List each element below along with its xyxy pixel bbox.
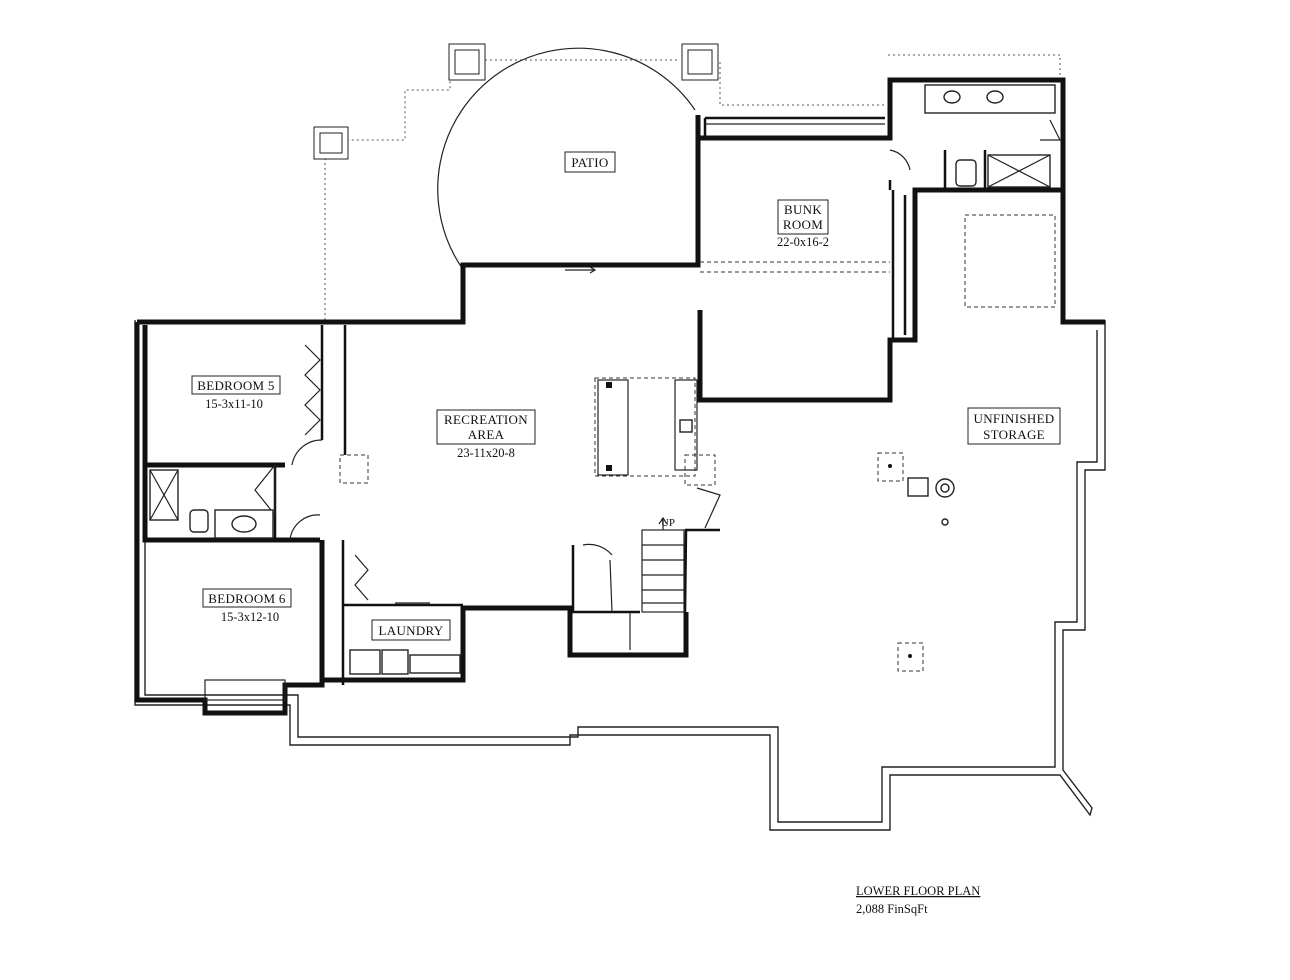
exterior-walls [134,77,1105,716]
recreation-label-line1: RECREATION [444,412,528,427]
bunk-room-dimensions: 22-0x16-2 [777,235,829,249]
bedroom6-dimensions: 15-3x12-10 [221,610,279,624]
room-labels: PATIO BUNK ROOM 22-0x16-2 RECREATION ARE… [191,151,1061,641]
plan-title-block: LOWER FLOOR PLAN 2,088 FinSqFt [856,884,980,916]
bunk-room-label-line2: ROOM [783,217,823,232]
kitchen-counter [597,379,698,476]
patio-label: PATIO [571,155,608,170]
window-well [204,679,286,701]
mechanical-equipment [888,464,955,658]
doors [254,119,1061,613]
patio-columns [313,43,719,160]
storage-label-line1: UNFINISHED [974,411,1055,426]
bedroom6-label: BEDROOM 6 [208,591,286,606]
bathroom-fixtures [149,84,1056,539]
recreation-label-line2: AREA [468,427,505,442]
recreation-dimensions: 23-11x20-8 [457,446,515,460]
window-markers [172,262,663,325]
patio-outline [324,47,1061,320]
bedroom5-dimensions: 15-3x11-10 [205,397,263,411]
staircase [629,516,685,650]
storage-label-line2: STORAGE [983,427,1045,442]
laundry-label: LAUNDRY [379,623,444,638]
laundry-appliances [349,649,461,675]
foundation-outline [134,320,1106,831]
plan-area: 2,088 FinSqFt [856,902,928,916]
bedroom5-label: BEDROOM 5 [197,378,274,393]
interior-walls [142,190,907,685]
bunk-room-label-line1: BUNK [784,202,822,217]
plan-title: LOWER FLOOR PLAN [856,884,980,898]
stairs-up-label: UP [661,517,675,529]
